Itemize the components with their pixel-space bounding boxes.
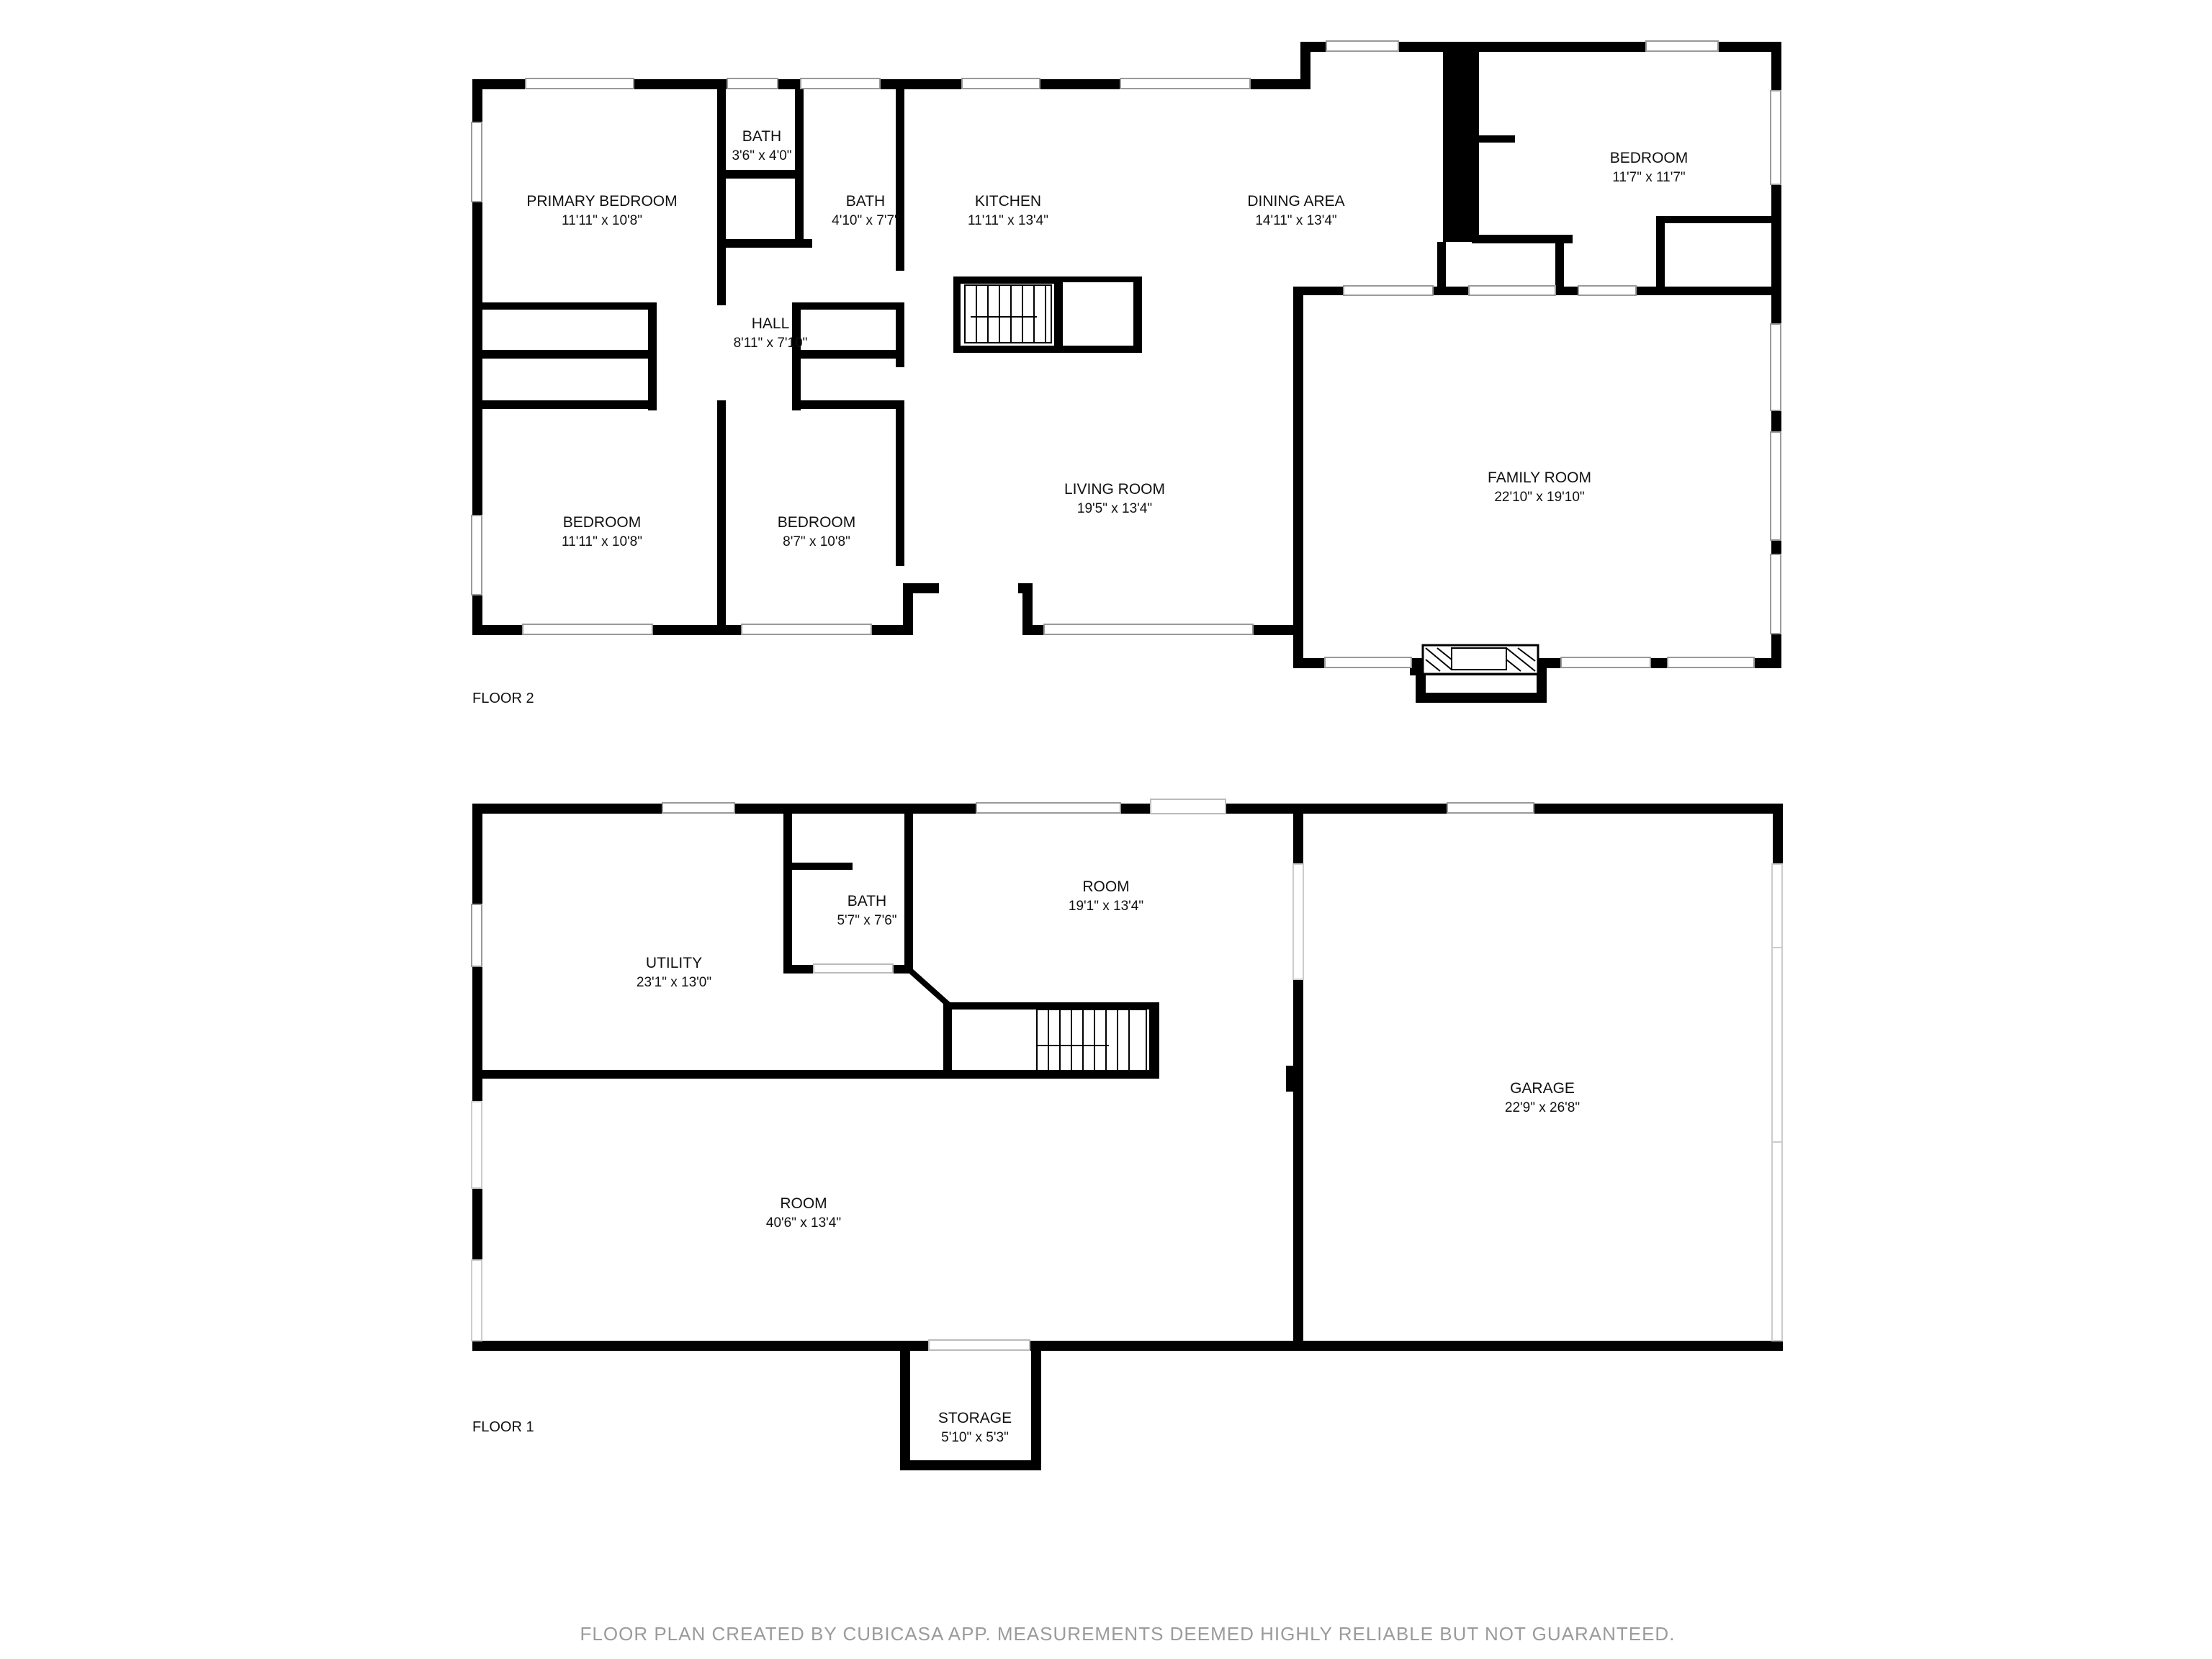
room-name: BEDROOM xyxy=(563,514,642,531)
room-dimensions: 22'10" x 19'10" xyxy=(1494,490,1584,505)
floor-2-windows xyxy=(471,40,1781,668)
room-dimensions: 11'11" x 13'4" xyxy=(968,213,1048,228)
room-name: HALL xyxy=(752,315,790,332)
floor-1-staircase xyxy=(1036,1009,1147,1075)
room-dimensions: 19'5" x 13'4" xyxy=(1077,501,1152,516)
room-name: DINING AREA xyxy=(1247,193,1344,210)
floor-1-plan: BATH 5'7" x 7'6" ROOM 19'1" x 13'4" UTIL… xyxy=(471,799,1783,1470)
floor-2-walls xyxy=(472,42,1781,703)
room-dimensions: 5'7" x 7'6" xyxy=(837,913,896,928)
room-name: ROOM xyxy=(780,1195,827,1212)
room-dimensions: 8'11" x 7'10" xyxy=(734,336,808,351)
room-dimensions: 11'11" x 10'8" xyxy=(562,534,642,549)
room-name: STORAGE xyxy=(938,1410,1012,1426)
floor-2-plan: PRIMARY BEDROOM 11'11" x 10'8" BATH 3'6"… xyxy=(471,40,1781,706)
floor-2-staircase xyxy=(964,284,1052,343)
floor-label: FLOOR 2 xyxy=(472,691,534,706)
angled-wall xyxy=(907,967,951,1007)
room-dimensions: 5'10" x 5'3" xyxy=(941,1430,1009,1445)
floor-1-windows xyxy=(471,799,1783,1351)
footer-disclaimer: FLOOR PLAN CREATED BY CUBICASA APP. MEAS… xyxy=(580,1623,1676,1645)
room-dimensions: 40'6" x 13'4" xyxy=(766,1215,841,1231)
room-name: BATH xyxy=(848,893,886,909)
room-name: KITCHEN xyxy=(975,193,1041,210)
room-dimensions: 23'1" x 13'0" xyxy=(637,975,711,990)
floor-2-room-labels: PRIMARY BEDROOM 11'11" x 10'8" BATH 3'6"… xyxy=(526,128,1688,549)
room-name: LIVING ROOM xyxy=(1064,481,1165,498)
room-dimensions: 11'7" x 11'7" xyxy=(1612,170,1685,185)
room-name: BATH xyxy=(846,193,885,210)
room-dimensions: 8'7" x 10'8" xyxy=(783,534,850,549)
room-name: UTILITY xyxy=(646,955,702,971)
room-dimensions: 3'6" x 4'0" xyxy=(732,148,791,163)
room-name: BATH xyxy=(742,128,781,145)
room-dimensions: 19'1" x 13'4" xyxy=(1069,899,1143,914)
floor-1-room-labels: BATH 5'7" x 7'6" ROOM 19'1" x 13'4" UTIL… xyxy=(637,878,1580,1445)
room-dimensions: 4'10" x 7'7" xyxy=(832,213,899,228)
floor-label: FLOOR 1 xyxy=(472,1419,534,1435)
room-name: BEDROOM xyxy=(778,514,856,531)
room-name: GARAGE xyxy=(1510,1080,1575,1097)
room-name: PRIMARY BEDROOM xyxy=(526,193,677,210)
fireplace xyxy=(1421,644,1539,675)
room-dimensions: 14'11" x 13'4" xyxy=(1255,213,1336,228)
room-name: BEDROOM xyxy=(1610,150,1689,166)
room-name: ROOM xyxy=(1082,878,1129,895)
room-name: FAMILY ROOM xyxy=(1488,469,1591,486)
room-dimensions: 22'9" x 26'8" xyxy=(1505,1100,1580,1115)
room-dimensions: 11'11" x 10'8" xyxy=(562,213,642,228)
